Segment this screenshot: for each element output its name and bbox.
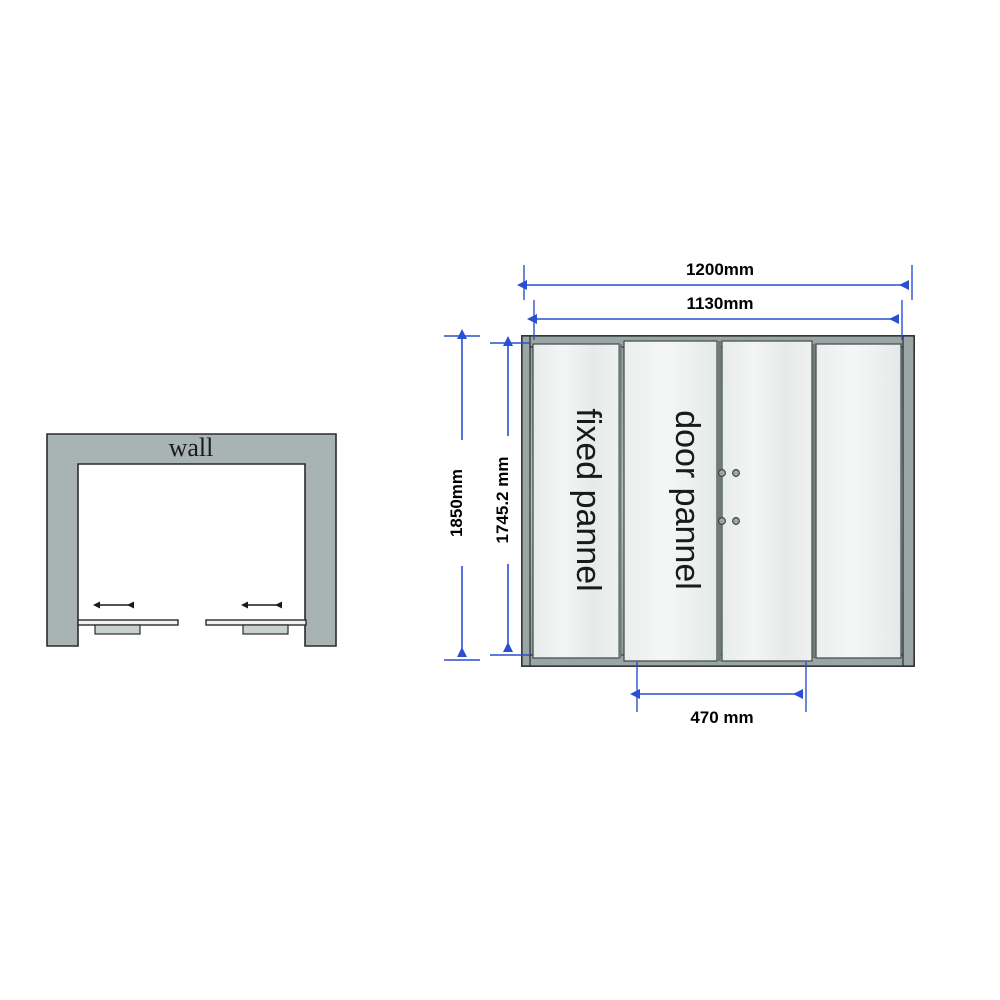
dim-text-bg-panel-width <box>668 705 776 729</box>
track-left-outer <box>77 619 179 626</box>
glass-panel-1 <box>532 343 620 659</box>
dim-text-bg-overall-height <box>451 440 473 566</box>
wall-label: wall <box>169 433 214 462</box>
dim-label-glass-height: 1745.2 mm <box>493 457 512 544</box>
glass-panel-4 <box>815 343 902 659</box>
dim-text-bg-glass-height <box>497 436 519 564</box>
roller-fixing-bottom-left <box>718 517 726 525</box>
dim-label-panel-width: 470 mm <box>690 708 753 727</box>
track-right-outer <box>205 619 307 626</box>
panel-label-door: door pannel <box>668 410 706 590</box>
roller-left <box>94 624 141 635</box>
dim-label-overall-height: 1850mm <box>447 469 466 537</box>
glass-panel-3 <box>721 340 813 662</box>
left-jamb <box>521 335 531 667</box>
roller-right <box>242 624 289 635</box>
roller-fixing-top-left <box>718 469 726 477</box>
dim-label-overall-width: 1200mm <box>686 260 754 279</box>
roller-fixing-bottom-right <box>732 517 740 525</box>
wall-body <box>46 433 337 647</box>
dim-text-bg-inner-width <box>659 292 781 314</box>
right-jamb <box>902 335 915 667</box>
roller-fixing-top-right <box>732 469 740 477</box>
dim-label-inner-width: 1130mm <box>686 294 753 313</box>
glass-panel-2 <box>623 340 718 662</box>
panel-label-fixed: fixed pannel <box>569 408 607 591</box>
shower-door-front-elevation: fixed pannel door pannel <box>521 335 915 667</box>
wall-opening-plan-view: wall <box>46 433 337 647</box>
dim-text-bg-overall-width <box>657 258 783 280</box>
dimension-annotations: 1200mm 1130mm 1850mm 1745.2 mm 4 <box>444 258 913 729</box>
